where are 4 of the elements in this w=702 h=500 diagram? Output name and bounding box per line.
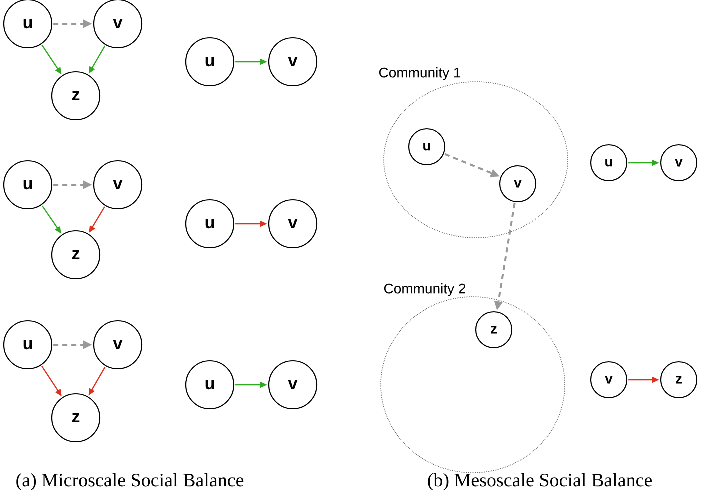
node-label: Community 2 <box>384 283 466 297</box>
caption: (a) Microscale Social Balance <box>16 473 244 491</box>
caption: (b) Mesoscale Social Balance <box>428 473 652 491</box>
node-label: Community 1 <box>379 67 461 81</box>
